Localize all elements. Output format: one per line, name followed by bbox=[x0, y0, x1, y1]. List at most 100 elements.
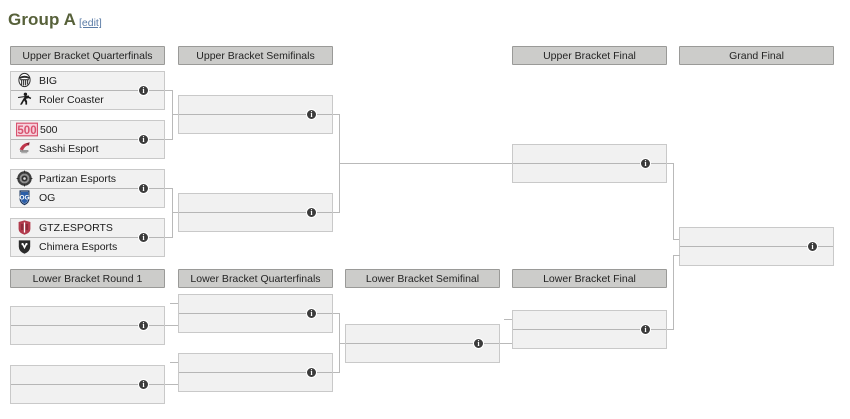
round-header-upper-bracket-quarterfinals: Upper Bracket Quarterfinals bbox=[10, 46, 165, 65]
info-icon[interactable]: i bbox=[138, 379, 149, 390]
500-logo-icon: 500 bbox=[15, 121, 39, 138]
match-upper-qf-2[interactable]: 500 500 Sashi Esport bbox=[10, 120, 165, 159]
connector bbox=[333, 212, 340, 213]
team-name: GTZ.ESPORTS bbox=[39, 221, 113, 234]
info-icon[interactable]: i bbox=[807, 241, 818, 252]
match-opponent-top[interactable] bbox=[179, 295, 332, 314]
connector bbox=[673, 255, 674, 330]
page-title: Group A bbox=[8, 10, 77, 29]
chimera-esports-logo-icon bbox=[16, 238, 33, 255]
match-lower-qf-2[interactable] bbox=[178, 353, 333, 392]
team-name: 500 bbox=[40, 123, 58, 136]
round-header-lower-bracket-final: Lower Bracket Final bbox=[512, 269, 667, 288]
round-header-lower-bracket-round-1: Lower Bracket Round 1 bbox=[10, 269, 165, 288]
info-icon[interactable]: i bbox=[640, 324, 651, 335]
team-name: Roler Coaster bbox=[39, 93, 104, 106]
match-opponent-top[interactable] bbox=[513, 145, 666, 164]
info-icon[interactable]: i bbox=[473, 338, 484, 349]
match-opponent-top[interactable] bbox=[179, 354, 332, 373]
connector bbox=[172, 90, 173, 140]
match-opponent-top[interactable] bbox=[179, 96, 332, 115]
connector bbox=[333, 313, 340, 314]
info-icon[interactable]: i bbox=[640, 158, 651, 169]
match-opponent-bottom[interactable] bbox=[179, 372, 332, 391]
connector bbox=[165, 188, 173, 189]
team-name: Sashi Esport bbox=[39, 142, 99, 155]
sashi-esport-logo-icon bbox=[16, 140, 33, 157]
connector bbox=[500, 343, 512, 344]
match-opponent-bottom[interactable] bbox=[680, 246, 833, 265]
connector bbox=[673, 255, 680, 256]
connector bbox=[165, 325, 178, 326]
roler-coaster-logo-icon bbox=[16, 91, 33, 108]
round-header-grand-final: Grand Final bbox=[679, 46, 834, 65]
round-header-upper-bracket-final: Upper Bracket Final bbox=[512, 46, 667, 65]
match-opponent-bottom[interactable] bbox=[11, 384, 164, 403]
match-opponent-bottom[interactable] bbox=[346, 343, 499, 362]
connector bbox=[673, 239, 680, 240]
match-lower-final[interactable] bbox=[512, 310, 667, 349]
match-opponent-bottom[interactable] bbox=[513, 163, 666, 182]
match-upper-final[interactable] bbox=[512, 144, 667, 183]
connector bbox=[339, 163, 513, 164]
match-upper-qf-3[interactable]: Partizan Esports OG OG bbox=[10, 169, 165, 208]
info-icon[interactable]: i bbox=[306, 109, 317, 120]
connector bbox=[667, 329, 674, 330]
round-header-upper-bracket-semifinals: Upper Bracket Semifinals bbox=[178, 46, 333, 65]
team-name: OG bbox=[39, 191, 56, 204]
partizan-esports-logo-icon bbox=[16, 170, 33, 187]
match-opponent-bottom[interactable] bbox=[179, 313, 332, 332]
match-opponent-bottom[interactable] bbox=[513, 329, 666, 348]
info-icon[interactable]: i bbox=[138, 232, 149, 243]
match-opponent-top[interactable] bbox=[11, 307, 164, 326]
match-grand-final[interactable] bbox=[679, 227, 834, 266]
match-opponent-bottom[interactable] bbox=[179, 212, 332, 231]
svg-text:500: 500 bbox=[17, 125, 36, 137]
match-opponent-top[interactable] bbox=[179, 194, 332, 213]
match-opponent-top[interactable]: Partizan Esports bbox=[11, 170, 164, 189]
match-opponent-top[interactable] bbox=[513, 311, 666, 330]
match-opponent-bottom[interactable] bbox=[11, 325, 164, 344]
match-opponent-top[interactable] bbox=[346, 325, 499, 344]
connector bbox=[339, 343, 346, 344]
match-opponent-top[interactable]: GTZ.ESPORTS bbox=[11, 219, 164, 238]
connector bbox=[333, 372, 340, 373]
info-icon[interactable]: i bbox=[306, 308, 317, 319]
match-opponent-bottom[interactable]: Chimera Esports bbox=[11, 237, 164, 256]
connector bbox=[667, 163, 674, 164]
edit-link[interactable]: [edit] bbox=[79, 17, 102, 29]
og-logo-icon: OG bbox=[16, 189, 33, 206]
match-opponent-top[interactable] bbox=[11, 366, 164, 385]
connector bbox=[172, 188, 173, 238]
match-opponent-bottom[interactable]: Sashi Esport bbox=[11, 139, 164, 158]
match-opponent-bottom[interactable]: OG OG bbox=[11, 188, 164, 207]
match-opponent-top[interactable]: 500 500 bbox=[11, 121, 164, 140]
connector bbox=[172, 212, 179, 213]
connector bbox=[673, 163, 674, 240]
info-icon[interactable]: i bbox=[138, 183, 149, 194]
info-icon[interactable]: i bbox=[138, 85, 149, 96]
connector bbox=[165, 90, 173, 91]
match-opponent-top[interactable]: BIG bbox=[11, 72, 164, 91]
connector bbox=[333, 114, 340, 115]
connector bbox=[165, 139, 173, 140]
match-opponent-bottom[interactable] bbox=[179, 114, 332, 133]
big-logo-icon bbox=[16, 72, 33, 89]
svg-text:OG: OG bbox=[19, 195, 29, 202]
round-header-lower-bracket-semifinal: Lower Bracket Semifinal bbox=[345, 269, 500, 288]
connector bbox=[165, 384, 178, 385]
match-opponent-bottom[interactable]: Roler Coaster bbox=[11, 90, 164, 109]
info-icon[interactable]: i bbox=[306, 207, 317, 218]
match-upper-qf-4[interactable]: GTZ.ESPORTS Chimera Esports bbox=[10, 218, 165, 257]
info-icon[interactable]: i bbox=[138, 134, 149, 145]
team-name: Partizan Esports bbox=[39, 172, 117, 185]
match-opponent-top[interactable] bbox=[680, 228, 833, 247]
connector bbox=[170, 303, 178, 304]
gtz-esports-logo-icon bbox=[16, 219, 33, 236]
info-icon[interactable]: i bbox=[306, 367, 317, 378]
connector bbox=[170, 362, 178, 363]
match-upper-sf-2[interactable] bbox=[178, 193, 333, 232]
connector bbox=[165, 237, 173, 238]
info-icon[interactable]: i bbox=[138, 320, 149, 331]
